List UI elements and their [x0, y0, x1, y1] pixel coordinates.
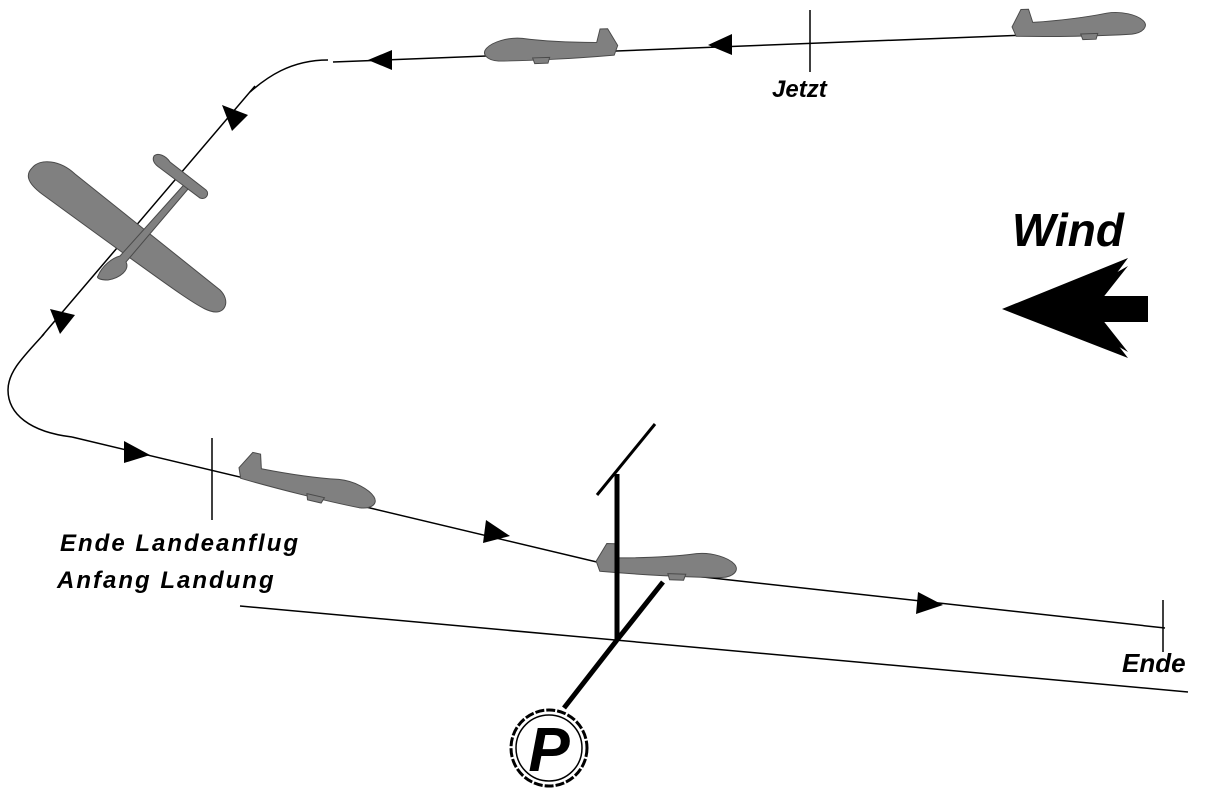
ground-line [239, 605, 1189, 693]
arrowhead-icon [222, 105, 248, 131]
label-wind: Wind [1012, 204, 1125, 256]
arrowhead-icon [124, 441, 150, 463]
arrowhead-icon [708, 34, 732, 55]
pilot-label: P [528, 716, 570, 785]
label-end: Ende [1122, 648, 1186, 678]
wind-arrow-icon [1002, 258, 1148, 358]
arrowhead-icon [50, 309, 75, 334]
label-end-approach: Ende Landeanflug [60, 530, 300, 557]
arrowhead-icon [483, 520, 510, 543]
glider-icon [1010, 4, 1147, 43]
observer-position [562, 423, 665, 710]
glider-icon [483, 27, 619, 66]
direction-arrows [50, 34, 943, 614]
tick-marks [211, 10, 1164, 652]
arrowhead-icon [916, 592, 943, 614]
label-start-landing: Anfang Landung [56, 567, 276, 594]
glider-icon [27, 153, 227, 313]
pilot-position-icon: P [509, 708, 589, 788]
arrowhead-icon [368, 50, 392, 70]
glider-icon [234, 449, 381, 516]
label-now: Jetzt [772, 76, 828, 103]
